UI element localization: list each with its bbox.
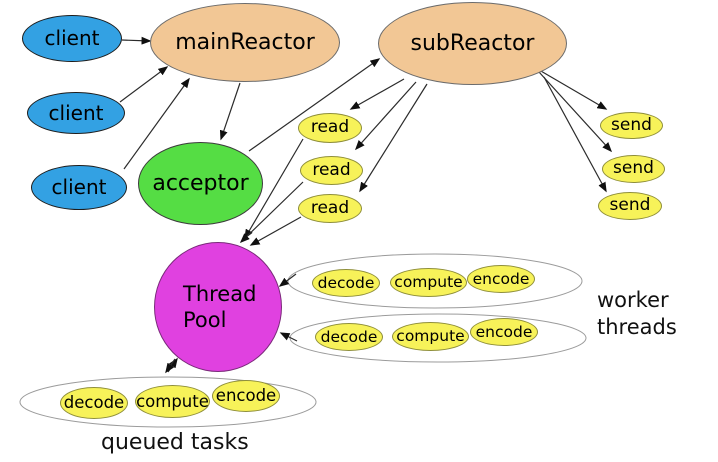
edge-threadpool-queued bbox=[165, 358, 176, 374]
edge-acceptor-subreactor bbox=[248, 58, 381, 152]
thread-pool-label-line2: Pool bbox=[183, 308, 227, 332]
edge-worker1-threadpool bbox=[278, 273, 297, 287]
worker1-decode-node: decode bbox=[312, 269, 380, 297]
thread-pool-label-line1: Thread bbox=[183, 282, 257, 306]
client-node-3: client bbox=[31, 165, 127, 210]
worker1-encode-node: encode bbox=[467, 265, 535, 293]
edge-subreactor-send1 bbox=[533, 66, 608, 110]
read-node-3: read bbox=[298, 194, 362, 223]
thread-pool-node: Thread Pool bbox=[154, 242, 282, 372]
edge-read3-threadpool bbox=[249, 216, 302, 246]
queued-decode-node: decode bbox=[60, 387, 128, 419]
edge-client1-mainreactor bbox=[121, 36, 152, 45]
client-node-2: client bbox=[27, 92, 125, 134]
worker2-decode-node: decode bbox=[315, 323, 383, 351]
edge-worker2-threadpool bbox=[279, 332, 298, 342]
queued-tasks-label: queued tasks bbox=[101, 430, 249, 455]
sub-reactor-node: subReactor bbox=[378, 2, 567, 85]
read-node-1: read bbox=[298, 113, 362, 143]
client-node-1: client bbox=[22, 15, 122, 62]
edge-subreactor-read3 bbox=[359, 83, 428, 193]
worker-threads-label-line2: threads bbox=[597, 315, 677, 339]
edge-read2-threadpool bbox=[239, 181, 304, 244]
edge-subreactor-send3 bbox=[543, 76, 607, 193]
worker1-compute-node: compute bbox=[390, 268, 467, 297]
worker-threads-label: worker threads bbox=[597, 287, 677, 341]
edge-mainreactor-acceptor bbox=[219, 82, 241, 141]
queued-compute-node: compute bbox=[135, 385, 210, 418]
send-node-3: send bbox=[598, 192, 662, 220]
send-node-2: send bbox=[602, 155, 665, 183]
main-reactor-node: mainReactor bbox=[150, 3, 340, 82]
edge-subreactor-read2 bbox=[354, 81, 417, 151]
edge-subreactor-read1 bbox=[349, 78, 405, 110]
edge-subreactor-send2 bbox=[538, 71, 613, 153]
send-node-1: send bbox=[600, 112, 663, 139]
worker-threads-label-line1: worker bbox=[597, 288, 669, 312]
read-node-2: read bbox=[300, 156, 363, 185]
edge-client3-mainreactor bbox=[123, 77, 190, 170]
edge-read1-threadpool bbox=[244, 138, 304, 240]
acceptor-node: acceptor bbox=[138, 142, 263, 225]
worker2-encode-node: encode bbox=[470, 318, 538, 346]
edge-client2-mainreactor bbox=[119, 66, 169, 103]
edges bbox=[119, 36, 613, 374]
edge-queued-threadpool bbox=[167, 357, 178, 373]
queued-encode-node: encode bbox=[212, 380, 280, 412]
worker2-compute-node: compute bbox=[392, 322, 469, 351]
